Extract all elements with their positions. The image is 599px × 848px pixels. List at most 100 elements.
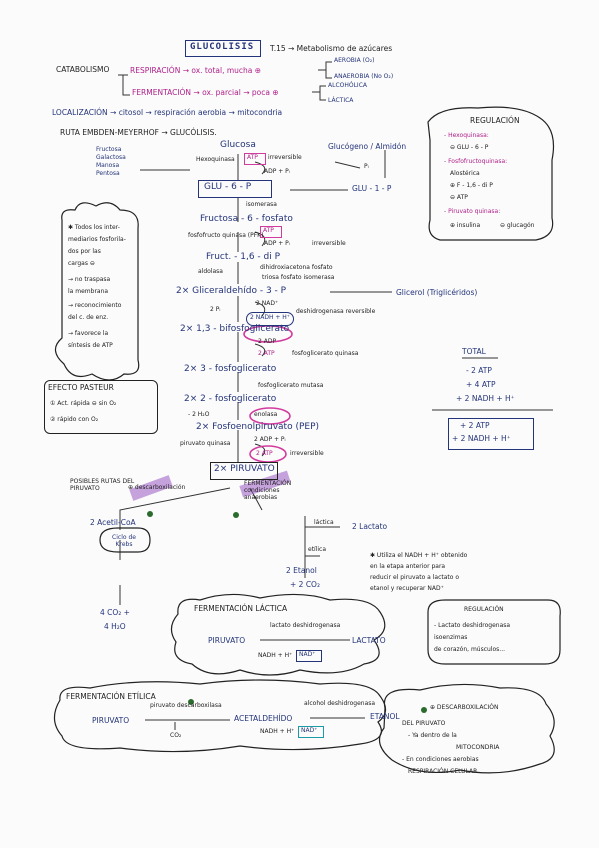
pg2-label: 2× 2 - fosfoglicerato — [184, 394, 277, 404]
g3p-label: 2× Gliceraldehído - 3 - P — [176, 286, 287, 296]
nadh-label: 2 NADH + H⁺ — [250, 314, 290, 321]
total-line-1: - 2 ATP — [466, 366, 492, 375]
note-line-4: cargas ⊖ — [68, 260, 95, 267]
pasteur-line-1: ① Act. rápida ⊖ sin O₂ — [50, 400, 117, 407]
ferm-lactica-nadh: NADH + H⁺ — [258, 652, 293, 659]
isomerasa-label: isomerasa — [246, 201, 277, 208]
hexoquinasa-label: Hexoquinasa — [196, 156, 235, 163]
posibles-b: FERMENTACIÓN condiciones anaerobias — [244, 480, 292, 501]
reg2-line-2: isoenzimas — [434, 634, 468, 641]
piruvato-box — [210, 462, 278, 480]
f16dp-label: Fruct. - 1,6 - di P — [206, 252, 281, 262]
sugar-2: Galactosa — [96, 154, 126, 161]
total-line-2: + 4 ATP — [466, 380, 496, 389]
posibles-nota-1: ✱ Utiliza el NADH + H⁺ obtenido — [370, 552, 468, 559]
descarbox-line-3: - Ya dentro de la — [408, 732, 457, 739]
etilica-label: etílica — [308, 546, 327, 553]
ferm-etilica-nadh: NADH + H⁺ — [260, 728, 295, 735]
reg-line-6: ⊖ ATP — [450, 194, 468, 201]
reg-line-7: - Piruvato quinasa: — [444, 208, 501, 215]
posibles-nota-3: reducir el piruvato a lactato o — [370, 574, 460, 581]
total-line-3: + 2 NADH + H⁺ — [456, 394, 515, 403]
atp2-box — [260, 226, 282, 238]
total-title: TOTAL — [462, 347, 486, 356]
page-title: GLUCOLISIS — [190, 42, 255, 52]
nadh-box — [246, 312, 294, 326]
co2-label: 4 CO₂ + — [100, 608, 130, 617]
enolasa-label: enolasa — [254, 411, 278, 418]
co2b-label: + 2 CO₂ — [290, 580, 320, 589]
pep-label: 2× Fosfoenolpiruvato (PEP) — [196, 422, 320, 432]
agua-label: - 2 H₂O — [188, 411, 210, 418]
ferm-lactica-piruvato: PIRUVATO — [208, 636, 246, 645]
posibles-label: POSIBLES RUTAS DEL PIRUVATO — [70, 478, 135, 492]
atp1-box — [244, 153, 266, 165]
descarbox-line-4: MITOCONDRIA — [456, 744, 500, 751]
reg2-line-3: de corazón, músculos... — [434, 646, 506, 653]
atp4-label: 2 ATP — [256, 450, 273, 457]
localizacion-text: LOCALIZACIÓN → citosol → respiración aer… — [52, 108, 283, 117]
g6p-label: GLU - 6 - P — [204, 182, 252, 192]
glucogeno-label: Glucógeno / Almidón — [328, 142, 407, 151]
pasteur-title: EFECTO PASTEUR — [48, 383, 114, 392]
g6p-box — [198, 180, 272, 198]
respiracion-text: RESPIRACIÓN → ox. total, mucha ⊕ — [130, 66, 262, 75]
ferm-etilica-acetaldehido: ACETALDEHÍDO — [234, 714, 293, 723]
pasteur-box — [44, 380, 158, 434]
pg3-label: 2× 3 - fosfoglicerato — [184, 364, 277, 374]
reg2-title: REGULACIÓN — [464, 606, 504, 613]
irreversible1-label: irreversible — [268, 154, 302, 161]
lactica-label: láctica — [314, 519, 334, 526]
h2o-label: 4 H₂O — [104, 622, 126, 631]
reg2-line-1: - Lactato deshidrogenasa — [434, 622, 511, 629]
adp2-label: ADP + Pᵢ — [264, 240, 290, 247]
total-result-1: + 2 ATP — [460, 421, 490, 430]
catabolismo-label: CATABOLISMO — [56, 65, 110, 74]
ferm-etilica-nad-box — [298, 726, 324, 738]
etanol-label: 2 Etanol — [286, 566, 317, 575]
reg-line-2: ⊖ GLU - 6 - P — [450, 144, 489, 151]
note-line-5: → no traspasa — [68, 276, 111, 283]
pasteur-line-2: ② rápido con O₂ — [50, 416, 99, 423]
alcoholica-text: ALCOHÓLICA — [328, 82, 367, 89]
posibles-a: ⊕ descarboxilación — [128, 484, 186, 491]
descarbox-line-2: DEL PIRUVATO — [402, 720, 446, 727]
bpg-label: 2× 1,3 - bifosfoglicerato — [180, 324, 290, 334]
reg-line-3: - Fosfofructoquinasa: — [444, 158, 508, 165]
ferm-etilica-piruvato: PIRUVATO — [92, 716, 130, 725]
mutasa-label: fosfoglicerato mutasa — [258, 382, 324, 389]
pk-label: piruvato quinasa — [180, 440, 231, 447]
irreversible3-label: irreversible — [290, 450, 324, 457]
note-line-2: mediarios fosforila- — [68, 236, 126, 243]
nad-label: 2 NAD⁺ — [256, 300, 279, 307]
note-line-10: síntesis de ATP — [68, 342, 113, 349]
ferm-lactica-lactato: LACTATO — [352, 636, 386, 645]
glicerol-label: Glicerol (Triglicéridos) — [396, 288, 478, 297]
reg-line-1: - Hexoquinasa: — [444, 132, 489, 139]
krebs-label: Ciclo de Krebs — [112, 534, 136, 548]
ferm-lactica-enzima: lactato deshidrogenasa — [270, 622, 341, 629]
posibles-nota-4: etanol y recuperar NAD⁺ — [370, 585, 444, 592]
atp1-label: ATP — [247, 154, 258, 161]
fermentacion-text: FERMENTACIÓN → ox. parcial → poca ⊕ — [132, 88, 279, 97]
note-line-3: dos por las — [68, 248, 101, 255]
total-result-box — [448, 418, 534, 450]
ferm-etilica-enzima1: piruvato descarboxilasa — [150, 702, 222, 709]
pgk-label: fosfoglicerato quinasa — [292, 350, 359, 357]
page-subtitle: T.15 → Metabolismo de azúcares — [270, 44, 393, 53]
deshidrogenasa-label: deshidrogenasa reversible — [296, 308, 376, 315]
atp3-label: 2 ATP — [258, 350, 275, 357]
ferm-lactica-nad-box — [296, 650, 322, 662]
adp3-label: 2 ADP — [258, 338, 277, 345]
ferm-etilica-title: FERMENTACIÓN ETÍLICA — [66, 692, 156, 701]
reg-line-5: ⊕ F - 1,6 - di P — [450, 182, 493, 189]
reg-line-8: ⊕ insulina — [450, 222, 481, 229]
dhap-label: dihidroxiacetona fosfato — [260, 264, 333, 271]
reg-line-9: ⊖ glucagón — [500, 222, 535, 229]
lactica-text: LÁCTICA — [328, 97, 354, 104]
lactato-label: 2 Lactato — [352, 522, 388, 531]
posibles-nota-2: en la etapa anterior para — [370, 563, 446, 570]
descarbox-line-1: ⊕ DESCARBOXILACIÓN — [430, 704, 499, 711]
ferm-lactica-title: FERMENTACIÓN LÁCTICA — [194, 604, 288, 613]
